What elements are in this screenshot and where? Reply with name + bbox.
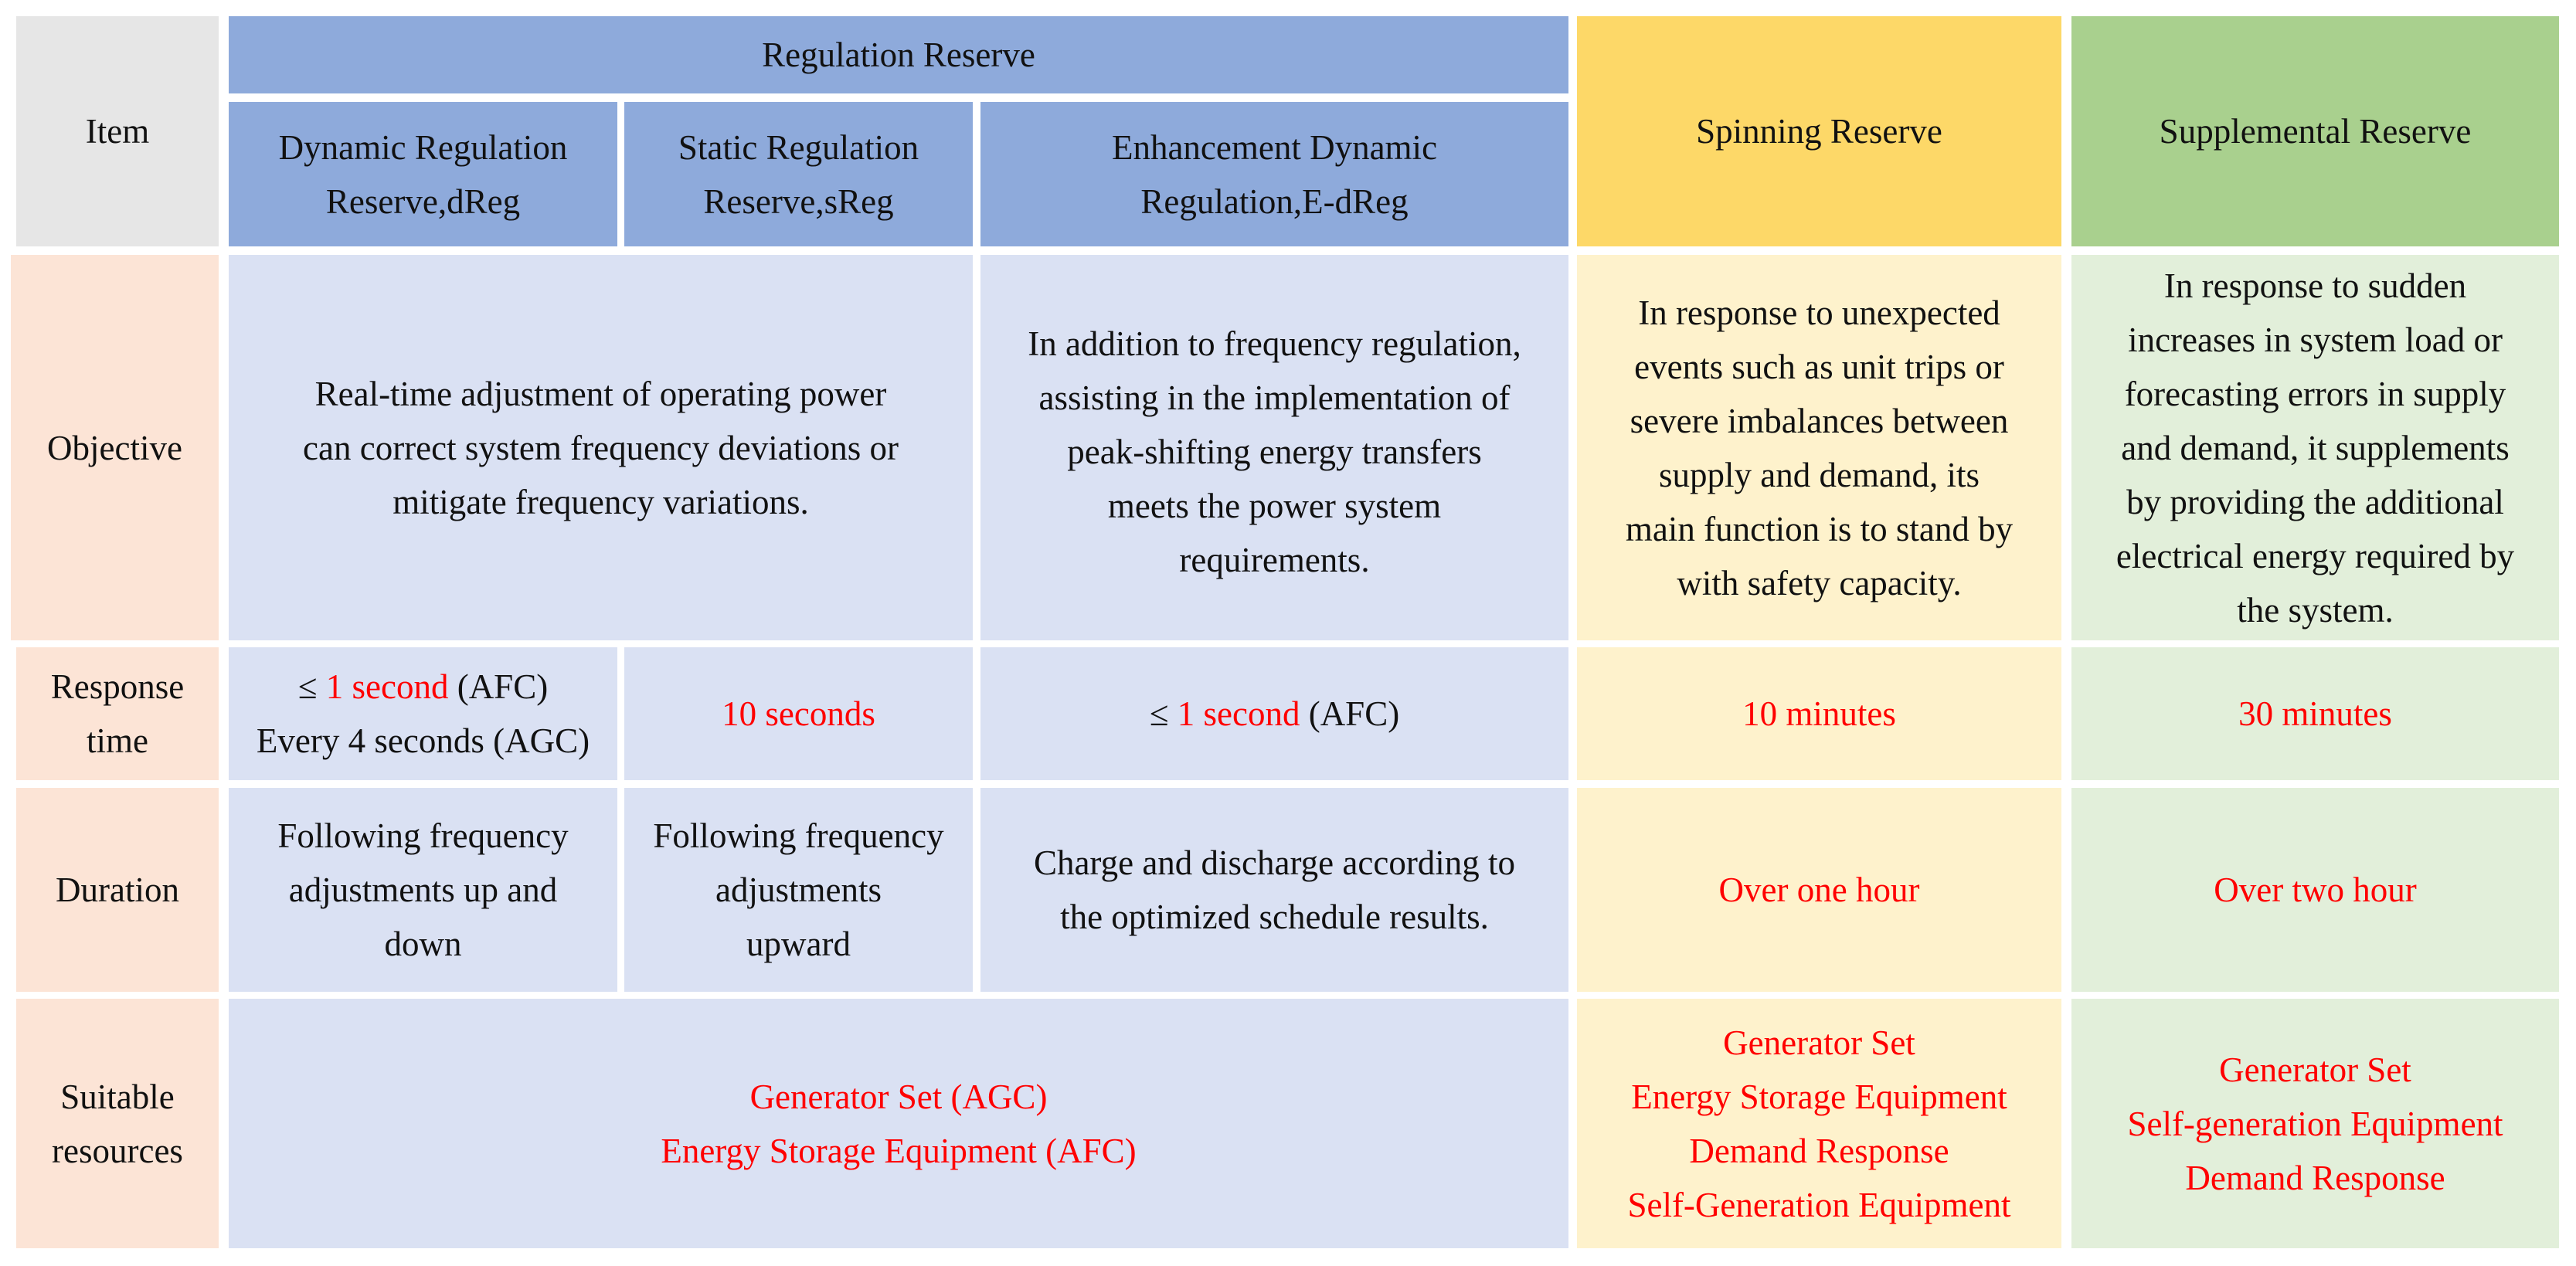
- row-label-objective: Objective: [11, 255, 219, 640]
- text-line: adjustments: [715, 871, 882, 909]
- header-item: Item: [16, 16, 219, 246]
- row-label-duration: Duration: [16, 788, 219, 992]
- text-line: Demand Response: [2185, 1158, 2445, 1197]
- text-line: Generator Set (AGC): [749, 1077, 1048, 1116]
- duration-spinning: Over one hour: [1577, 788, 2061, 992]
- objective-regulation: Real-time adjustment of operating power c…: [229, 255, 973, 640]
- text-suffix: (AFC): [1300, 694, 1400, 733]
- duration-supplemental: Over two hour: [2071, 788, 2559, 992]
- text-line: with safety capacity.: [1677, 563, 1962, 602]
- response-time-spinning: 10 minutes: [1577, 647, 2061, 780]
- text-line: Energy Storage Equipment (AFC): [661, 1131, 1137, 1170]
- header-regulation-reserve: Regulation Reserve: [229, 16, 1568, 93]
- duration-dreg: Following frequency adjustments up and dow…: [229, 788, 617, 992]
- text-line: by providing the additional: [2126, 482, 2504, 521]
- text-line: assisting in the implementation of: [1038, 378, 1511, 417]
- text-prefix: ≤: [1149, 694, 1178, 733]
- text-line: Energy Storage Equipment: [1631, 1077, 2007, 1116]
- text-line: Self-Generation Equipment: [1627, 1185, 2011, 1224]
- text-line: increases in system load or: [2128, 320, 2503, 359]
- text-prefix: ≤: [297, 667, 326, 706]
- regulation-reserve-label: Regulation Reserve: [762, 36, 1035, 74]
- text-line: Regulation,E-dReg: [1140, 182, 1409, 221]
- duration-edreg: Charge and discharge according to the opt…: [980, 788, 1568, 992]
- supplemental-label: Supplemental Reserve: [2159, 112, 2472, 151]
- text-line: Real-time adjustment of operating power: [314, 374, 887, 413]
- text-line: down: [384, 925, 462, 963]
- duration-label: Duration: [56, 871, 179, 909]
- text-line: mitigate frequency variations.: [393, 482, 809, 521]
- text-line: In addition to frequency regulation,: [1028, 324, 1521, 363]
- text-line: can correct system frequency deviations …: [303, 428, 899, 467]
- text-line: supply and demand, its: [1659, 455, 1980, 494]
- text-line: requirements.: [1179, 541, 1370, 579]
- row-label-suitable-resources: Suitable resources: [16, 999, 219, 1248]
- highlight-text: 30 minutes: [2238, 694, 2392, 733]
- text-line: adjustments up and: [288, 871, 558, 909]
- text-line: Suitable: [60, 1077, 175, 1116]
- text-line: In response to sudden: [2163, 266, 2467, 305]
- highlight-text: 1 second: [1177, 694, 1300, 733]
- text-line: peak-shifting energy transfers: [1067, 433, 1482, 471]
- text-line: Every 4 seconds (AGC): [256, 721, 590, 760]
- text-line: upward: [746, 925, 851, 963]
- text-suffix: (AFC): [448, 667, 549, 706]
- text-line: time: [87, 721, 148, 760]
- response-time-dreg: ≤ 1 second (AFC) Every 4 seconds (AGC): [229, 647, 617, 780]
- response-time-sreg: 10 seconds: [624, 647, 973, 780]
- text-line: Following frequency: [653, 816, 944, 855]
- text-line: and demand, it supplements: [2121, 428, 2510, 467]
- text-line: electrical energy required by: [2116, 536, 2515, 575]
- text-line: Response: [50, 667, 185, 706]
- text-line: Following frequency: [277, 816, 569, 855]
- response-time-supplemental: 30 minutes: [2071, 647, 2559, 780]
- highlight-text: Over one hour: [1718, 871, 1920, 909]
- text-line: Enhancement Dynamic: [1111, 127, 1438, 167]
- objective-supplemental: In response to sudden increases in system…: [2071, 255, 2559, 640]
- objective-spinning: In response to unexpected events such as …: [1577, 255, 2061, 640]
- text-line: severe imbalances between: [1630, 401, 2009, 440]
- text-line: resources: [52, 1131, 183, 1170]
- text-line: the system.: [2237, 590, 2394, 630]
- text-line: Self-generation Equipment: [2127, 1104, 2503, 1143]
- text-line: the optimized schedule results.: [1060, 898, 1489, 936]
- text-line: Dynamic Regulation: [278, 127, 568, 167]
- spinning-label: Spinning Reserve: [1696, 112, 1942, 151]
- text-line: Demand Response: [1689, 1131, 1949, 1170]
- highlight-text: 10 seconds: [722, 694, 875, 733]
- row-label-response-time: Response time: [16, 647, 219, 780]
- text-line: Static Regulation: [678, 127, 919, 167]
- text-line: Generator Set: [2219, 1050, 2411, 1089]
- highlight-text: Over two hour: [2214, 871, 2417, 909]
- objective-label: Objective: [47, 428, 182, 467]
- highlight-text: 1 second: [325, 667, 449, 706]
- text-line: forecasting errors in supply: [2124, 374, 2506, 413]
- header-spinning-reserve: Spinning Reserve: [1577, 16, 2061, 246]
- text-line: Charge and discharge according to: [1033, 843, 1516, 882]
- objective-edreg: In addition to frequency regulation, assi…: [980, 255, 1568, 640]
- header-supplemental-reserve: Supplemental Reserve: [2071, 16, 2559, 246]
- resources-regulation: Generator Set (AGC) Energy Storage Equipm…: [229, 999, 1568, 1248]
- text-line: Reserve,sReg: [703, 182, 894, 221]
- text-line: events such as unit trips or: [1634, 347, 2004, 386]
- highlight-text: 10 minutes: [1742, 694, 1896, 733]
- duration-sreg: Following frequency adjustments upward: [624, 788, 973, 992]
- text-line: main function is to stand by: [1625, 509, 2014, 548]
- text-line: In response to unexpected: [1638, 293, 2000, 332]
- response-time-edreg: ≤ 1 second (AFC): [980, 647, 1568, 780]
- text-line: meets the power system: [1107, 487, 1442, 525]
- text-line: Reserve,dReg: [325, 182, 521, 221]
- text-line: Generator Set: [1723, 1023, 1915, 1062]
- item-label: Item: [85, 112, 150, 151]
